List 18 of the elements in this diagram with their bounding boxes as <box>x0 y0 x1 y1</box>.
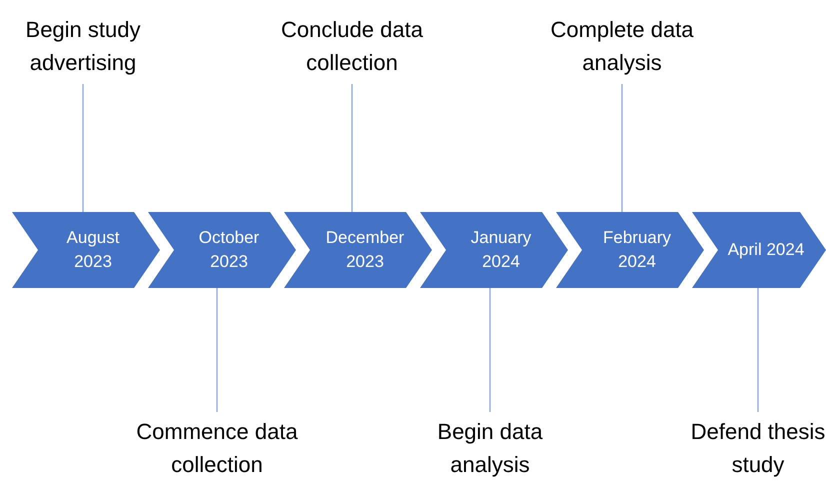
leader-line <box>351 84 353 212</box>
leader-line <box>216 288 218 412</box>
milestone-text: Begin study advertising <box>24 16 142 77</box>
leader-line <box>757 288 759 412</box>
milestone-text: Commence data collection <box>135 418 299 479</box>
date-label: December 2023 <box>324 227 406 273</box>
leader-line <box>82 84 84 212</box>
milestone-text: Begin data analysis <box>436 418 544 479</box>
date-label: October 2023 <box>198 227 260 273</box>
milestone-text: Complete data analysis <box>549 16 695 77</box>
date-label: February 2024 <box>602 227 672 273</box>
date-label: August 2023 <box>66 227 120 273</box>
leader-line <box>621 84 623 212</box>
milestone-text: Defend thesis study <box>690 418 826 479</box>
date-label: January 2024 <box>470 227 532 273</box>
date-label: April 2024 <box>728 239 804 262</box>
leader-line <box>489 288 491 412</box>
milestone-text: Conclude data collection <box>280 16 424 77</box>
